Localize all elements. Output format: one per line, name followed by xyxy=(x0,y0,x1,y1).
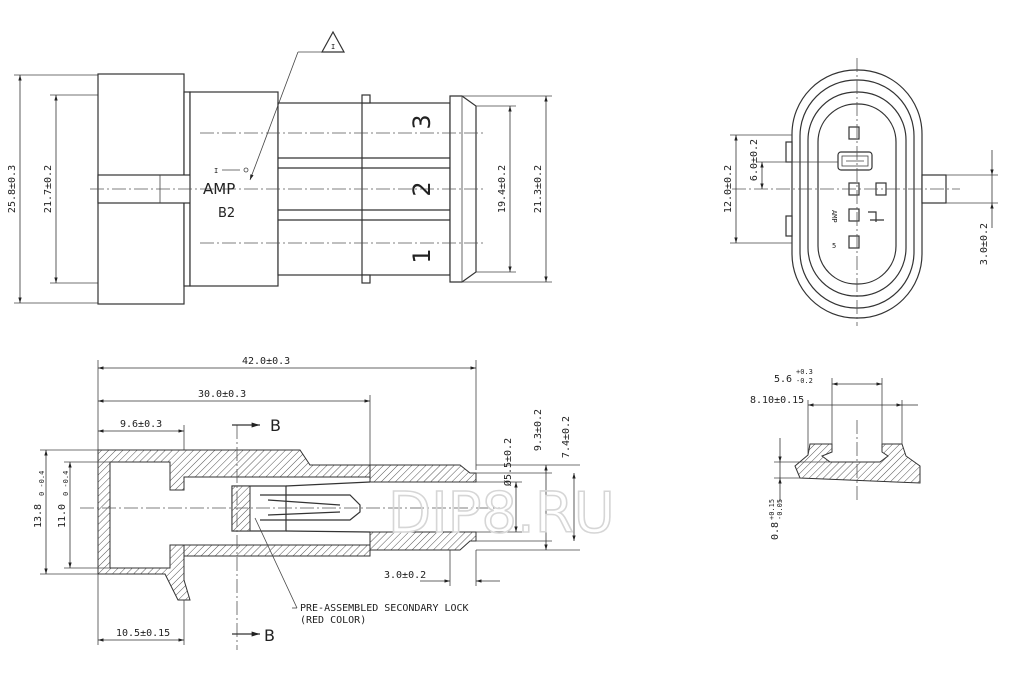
top-view: 25.8±0.3 21.7±0.2 I AMP B2 xyxy=(7,30,552,305)
top-brand: AMP xyxy=(203,180,235,198)
dim-text-height-11-tol: 0 -0.4 xyxy=(62,471,70,496)
dim-text-detail-5-6-tol-up: +0.3 xyxy=(796,368,813,376)
callout-line-2: (RED COLOR) xyxy=(300,615,366,626)
dim-text-detail-thk: 0.8 xyxy=(770,522,781,540)
callout-line-1: PRE-ASSEMBLED SECONDARY LOCK xyxy=(300,603,469,614)
dim-text-height-11: 11.0 xyxy=(57,504,68,528)
section-view: 42.0±0.3 30.0±0.3 9.6±0.3 B B 13.8 0 -0.… xyxy=(33,356,580,650)
dim-text-detail-5-6: 5.6 xyxy=(774,374,792,385)
dim-text-front-height: 19.4±0.2 xyxy=(497,165,508,213)
section-label-top: B xyxy=(270,416,281,435)
watermark: DIP8.RU xyxy=(388,481,615,546)
top-code: B2 xyxy=(218,206,235,221)
note-triangle xyxy=(320,30,346,53)
dim-text-end-latch: 3.0±0.2 xyxy=(979,223,990,265)
dim-text-10-5: 10.5±0.15 xyxy=(116,628,170,639)
dim-text-detail-8-1: 8.10±0.15 xyxy=(750,395,804,406)
note-triangle-mark: I xyxy=(331,43,335,51)
dim-text-detail-thk-tol-dn: -0.05 xyxy=(776,499,784,520)
detail-profile xyxy=(794,443,921,484)
end-view: AMP 5 12.0±0.2 6.0±0.2 3.0±0.2 xyxy=(723,58,998,326)
dim-text-length-30: 30.0±0.3 xyxy=(198,389,246,400)
dim-text-detail-5-6-tol-dn: -0.2 xyxy=(796,377,813,385)
end-brand: AMP xyxy=(830,210,838,223)
pin-label-2: 2 xyxy=(408,181,436,196)
dim-text-7-4: 7.4±0.2 xyxy=(561,416,572,458)
dim-text-3-0: 3.0±0.2 xyxy=(384,570,426,581)
dim-text-height-13-8-tol: 0 -0.4 xyxy=(38,471,46,496)
pin-label-1: 1 xyxy=(408,248,436,263)
dim-text-flange-height: 21.3±0.2 xyxy=(533,165,544,213)
dim-text-body-height: 21.7±0.2 xyxy=(43,165,54,213)
dim-text-overall-length: 42.0±0.3 xyxy=(242,356,290,367)
dim-text-9-3: 9.3±0.2 xyxy=(533,409,544,451)
section-label-bottom: B xyxy=(264,626,275,645)
detail-view: 5.6 +0.3 -0.2 8.10±0.15 0.8 +0.15 -0.05 xyxy=(750,368,921,540)
end-mark: 5 xyxy=(832,242,836,250)
pin-label-3: 3 xyxy=(408,114,436,129)
dim-text-end-height-a: 12.0±0.2 xyxy=(723,165,734,213)
dim-text-detail-thk-tol-up: +0.15 xyxy=(768,499,776,520)
dim-text-overall-height: 25.8±0.3 xyxy=(7,165,18,213)
top-note-mark: I xyxy=(214,167,218,175)
dim-text-length-9-6: 9.6±0.3 xyxy=(120,419,162,430)
dim-text-diameter: Ø5.5±0.2 xyxy=(502,438,514,486)
dim-text-end-height-b: 6.0±0.2 xyxy=(749,139,760,181)
dim-text-height-13-8: 13.8 xyxy=(33,504,44,528)
